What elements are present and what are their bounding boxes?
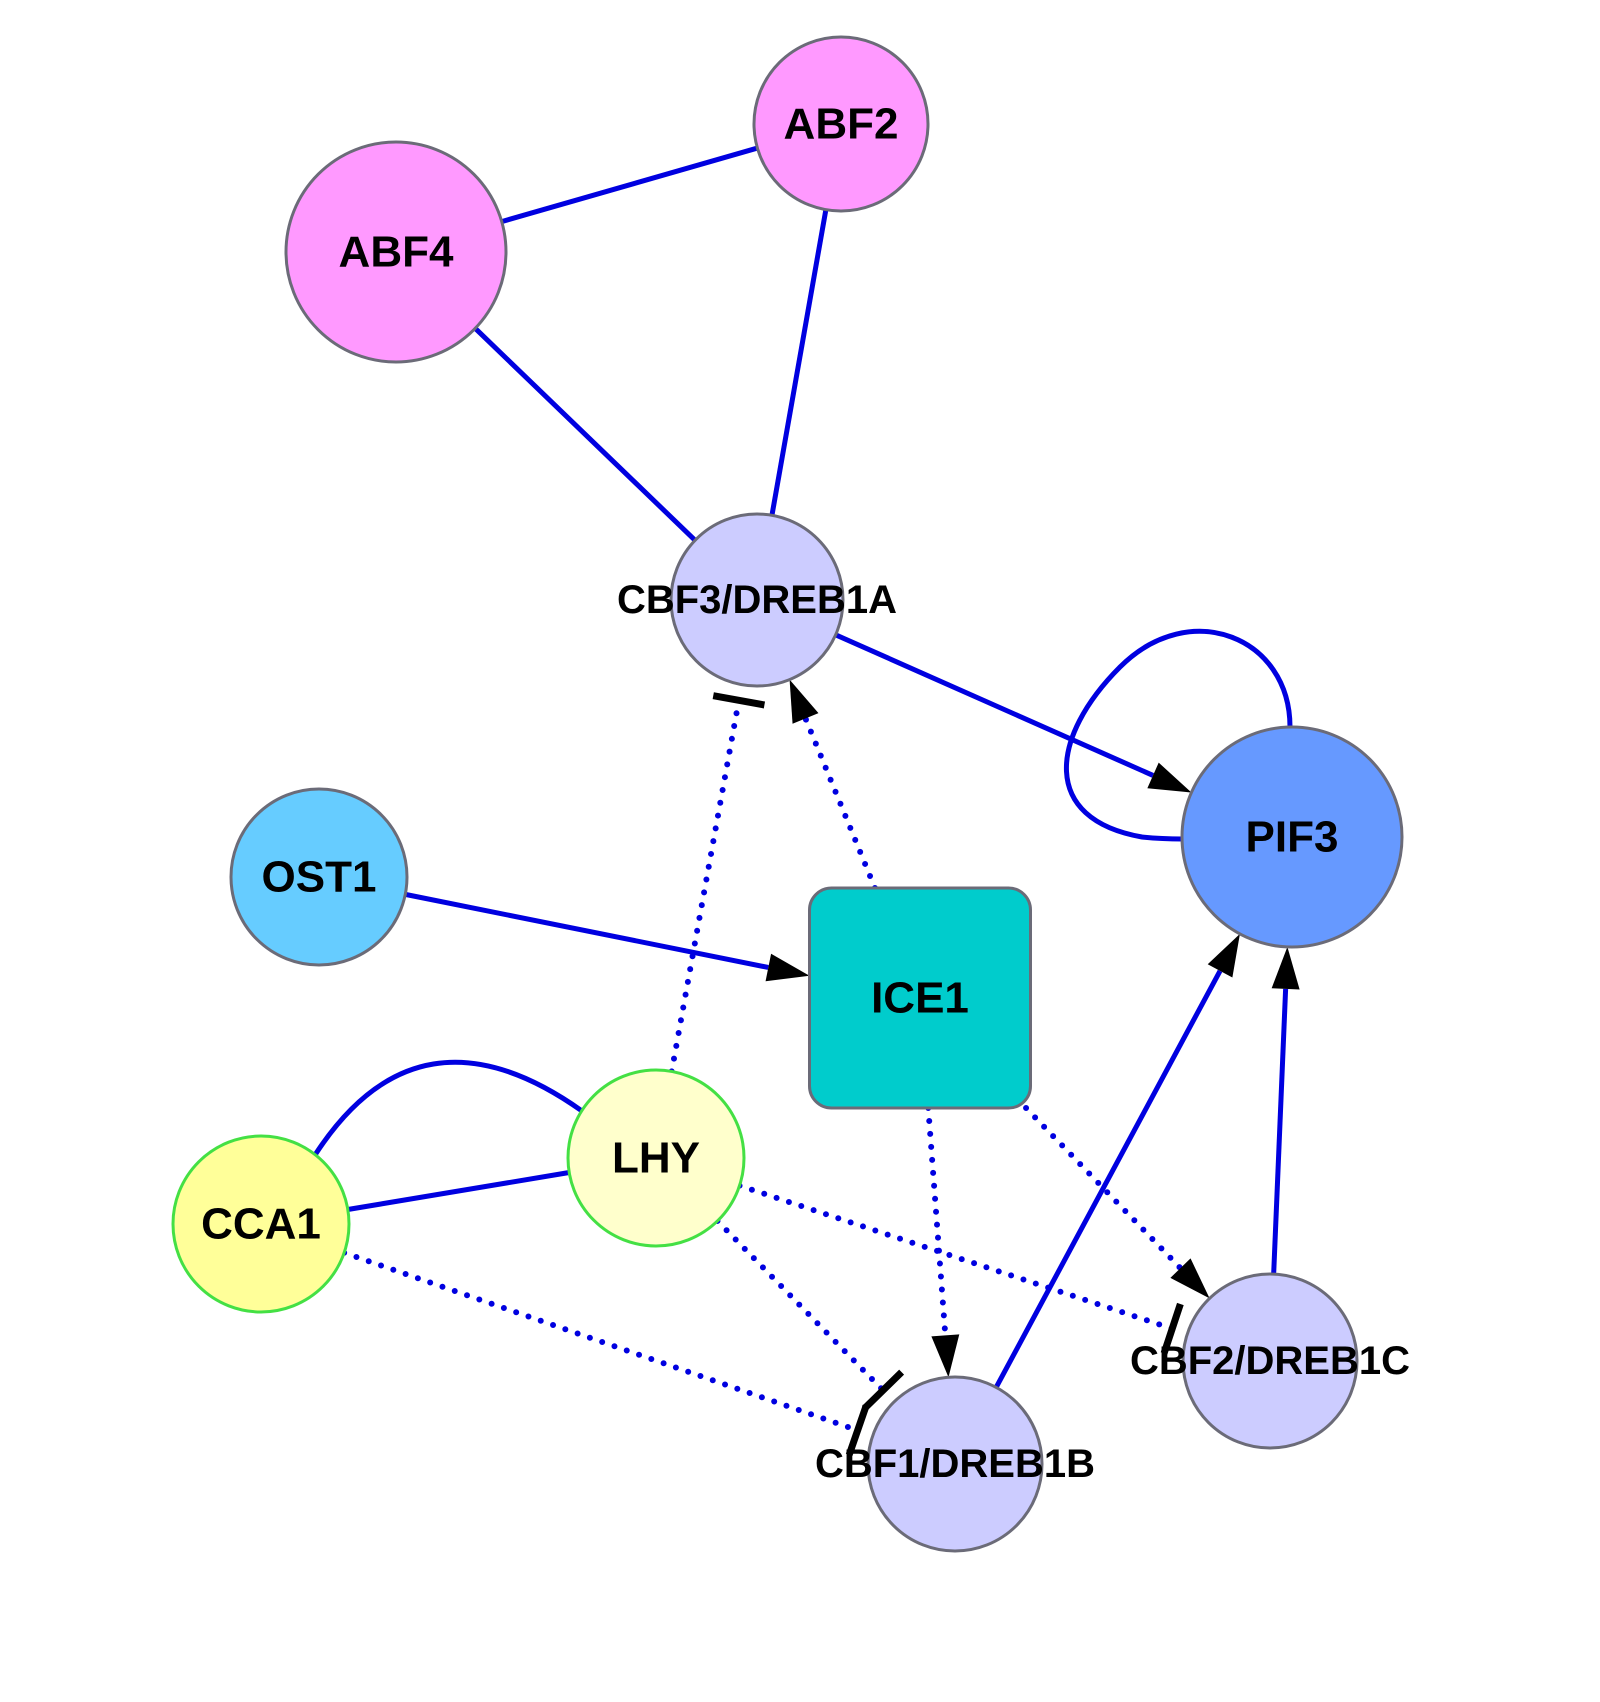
- edge-line: [312, 1059, 584, 1157]
- arrowhead-icon: [1207, 933, 1240, 978]
- node-shape: [229, 787, 409, 967]
- node-cbf2[interactable]: CBF2/DREB1C: [1130, 1272, 1410, 1450]
- node-label: PIF3: [1246, 813, 1339, 862]
- inhibition-bar-icon: [845, 1404, 870, 1457]
- arrowhead-icon: [765, 953, 810, 982]
- edge-line: [1023, 1105, 1184, 1272]
- inhibition-bar-icon: [712, 692, 766, 709]
- arrowhead-icon: [1147, 762, 1192, 793]
- node-cbf1[interactable]: CBF1/DREB1B: [815, 1375, 1095, 1553]
- node-shape: [808, 886, 1032, 1110]
- edge-line: [347, 1170, 570, 1212]
- edge-line: [473, 326, 697, 543]
- node-label: ABF2: [784, 100, 899, 149]
- edge-abf4-abf2: [501, 145, 759, 224]
- edge-pif3-pif3: [1063, 628, 1293, 842]
- node-label: CCA1: [201, 1200, 321, 1249]
- arrowhead-icon: [1170, 1258, 1210, 1299]
- node-shape: [752, 35, 930, 213]
- edge-line: [501, 145, 759, 224]
- edge-cbf2-pif3: [1271, 946, 1300, 1275]
- edge-cca1-lhy: [347, 1170, 570, 1212]
- node-label: LHY: [612, 1134, 700, 1183]
- node-shape: [566, 1068, 746, 1248]
- self-loop-line: [1063, 628, 1293, 842]
- node-label: OST1: [262, 853, 377, 902]
- node-abf4[interactable]: ABF4: [284, 140, 508, 364]
- edge-line: [993, 969, 1223, 1389]
- node-shape: [284, 140, 508, 364]
- edge-line: [834, 632, 1155, 778]
- node-lhy[interactable]: LHY: [566, 1068, 746, 1248]
- node-cca1[interactable]: CCA1: [171, 1134, 351, 1314]
- node-cbf3[interactable]: CBF3/DREB1A: [617, 512, 897, 688]
- node-ost1[interactable]: OST1: [229, 787, 409, 967]
- edge-ice1-cbf1: [925, 1105, 960, 1378]
- node-shape: [171, 1134, 351, 1314]
- edge-line: [769, 209, 829, 516]
- arrowhead-icon: [931, 1334, 960, 1378]
- node-label: CBF1/DREB1B: [815, 1442, 1095, 1486]
- node-ice1[interactable]: ICE1: [808, 886, 1032, 1110]
- node-shape: [1181, 1272, 1359, 1450]
- edge-line: [1271, 988, 1289, 1275]
- edge-cbf3-pif3: [834, 632, 1192, 793]
- node-label: CBF2/DREB1C: [1130, 1339, 1410, 1383]
- node-shape: [866, 1375, 1044, 1553]
- edge-ost1-ice1: [404, 891, 810, 982]
- edge-lhy-cbf3: [668, 692, 766, 1075]
- node-label: ICE1: [871, 974, 969, 1023]
- edge-lhy-cbf1: [714, 1217, 905, 1412]
- edge-lhy-cbf2: [736, 1182, 1184, 1355]
- node-abf2[interactable]: ABF2: [752, 35, 930, 213]
- node-pif3[interactable]: PIF3: [1180, 725, 1404, 949]
- edge-abf4-cbf3: [473, 326, 697, 543]
- edge-abf2-cbf3: [769, 209, 829, 516]
- inhibition-bar-icon: [861, 1369, 905, 1412]
- edge-line: [925, 1105, 949, 1339]
- edge-cbf1-pif3: [993, 933, 1240, 1389]
- node-label: ABF4: [339, 228, 454, 277]
- edge-line: [736, 1182, 1176, 1332]
- edge-line: [668, 697, 742, 1075]
- arrowhead-icon: [789, 679, 819, 724]
- node-shape: [669, 512, 845, 688]
- arrowhead-icon: [1271, 946, 1300, 990]
- node-shape: [1180, 725, 1404, 949]
- edge-line: [404, 891, 769, 970]
- edges-layer: [312, 145, 1300, 1457]
- node-label: CBF3/DREB1A: [617, 578, 897, 622]
- edge-line: [714, 1217, 887, 1394]
- edge-line: [802, 715, 878, 891]
- edge-cca1-lhy: [312, 1059, 584, 1157]
- edge-line: [341, 1249, 861, 1434]
- edge-cca1-cbf1: [341, 1249, 870, 1457]
- edge-ice1-cbf3: [789, 679, 878, 891]
- edge-ice1-cbf2: [1023, 1105, 1210, 1299]
- inhibition-bar-icon: [1160, 1302, 1184, 1355]
